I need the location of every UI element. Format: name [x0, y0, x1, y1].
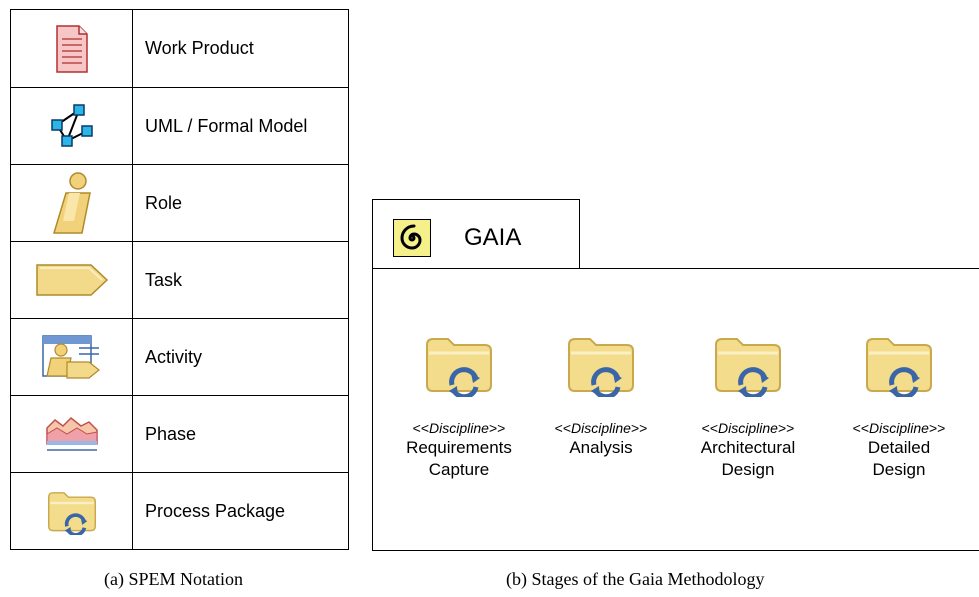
process-package-icon [568, 338, 634, 397]
gaia-title: GAIA [464, 224, 522, 251]
spem-label-role: Role [145, 192, 183, 213]
discipline-name: Architectural Design [700, 438, 796, 479]
process-package-icon [715, 338, 781, 397]
spem-notation-table: Work Product UML / Formal Model [10, 9, 349, 550]
task-icon [35, 264, 108, 296]
caption-spem-notation: (a) SPEM Notation [104, 569, 243, 589]
spem-label-uml-model: UML / Formal Model [145, 115, 308, 136]
discipline-stereotype: <<Discipline>> [852, 420, 946, 436]
discipline-name: Detailed Design [867, 438, 931, 479]
spem-label-phase: Phase [145, 423, 197, 444]
process-package-icon [47, 492, 96, 535]
discipline-architectural-design: <<Discipline>> Architectural Design [678, 331, 818, 481]
gaia-logo [393, 219, 431, 257]
gaia-package-body: <<Discipline>> Requirements Capture <<Di… [372, 268, 979, 551]
spem-label-work-product: Work Product [145, 38, 254, 58]
discipline-requirements-capture: <<Discipline>> Requirements Capture [389, 331, 529, 481]
spem-row-task: Task [11, 241, 348, 318]
phase-icon [45, 416, 98, 451]
process-package-icon [426, 338, 492, 397]
discipline-stereotype: <<Discipline>> [701, 420, 795, 436]
gaia-package-tab: GAIA [372, 199, 580, 269]
spem-row-process-package: Process Package [11, 472, 348, 549]
activity-icon [41, 335, 100, 379]
discipline-stereotype: <<Discipline>> [554, 420, 648, 436]
discipline-stereotype: <<Discipline>> [412, 420, 506, 436]
spem-row-work-product: Work Product [11, 10, 348, 87]
process-package-icon [866, 338, 932, 397]
role-icon [52, 172, 91, 234]
discipline-name: Analysis [569, 438, 633, 457]
spem-row-phase: Phase [11, 395, 348, 472]
discipline-analysis: <<Discipline>> Analysis [531, 331, 671, 459]
uml-model-icon [50, 104, 93, 147]
discipline-name: Requirements Capture [406, 438, 512, 479]
discipline-detailed-design: <<Discipline>> Detailed Design [829, 331, 969, 481]
spem-row-role: Role [11, 164, 348, 241]
work-product-icon [55, 24, 88, 73]
spem-label-process-package: Process Package [145, 500, 286, 521]
spiral-icon [400, 224, 422, 250]
spem-label-activity: Activity [145, 346, 203, 367]
caption-gaia-stages: (b) Stages of the Gaia Methodology [506, 569, 765, 589]
spem-row-activity: Activity [11, 318, 348, 395]
spem-label-task: Task [145, 269, 183, 290]
spem-row-uml-model: UML / Formal Model [11, 87, 348, 164]
